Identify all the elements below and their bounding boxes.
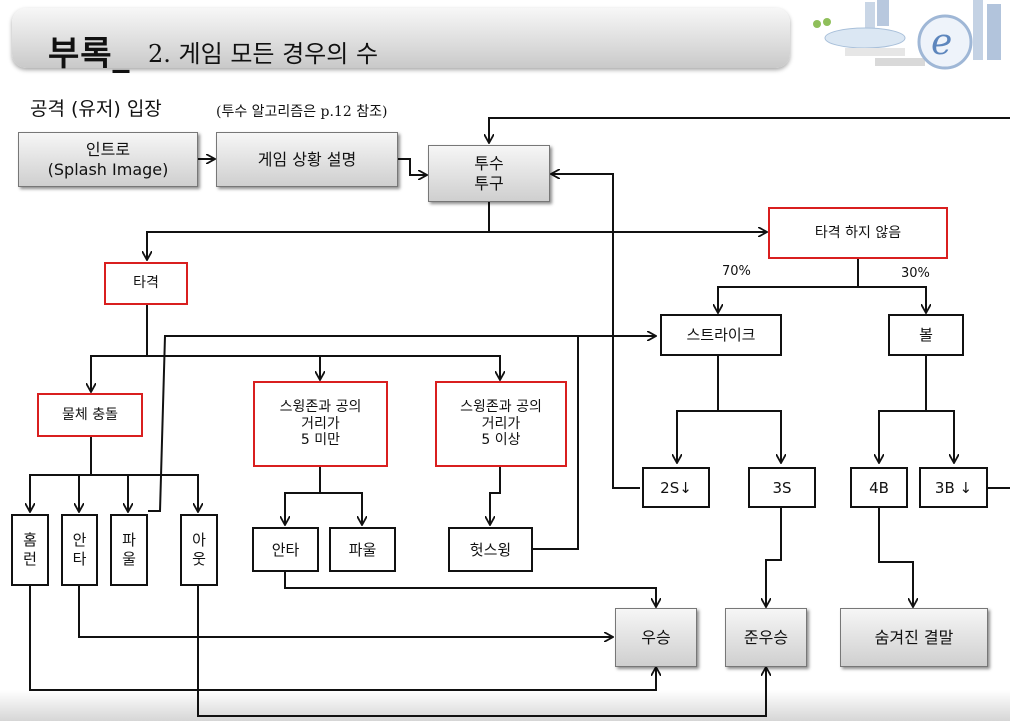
hit-box: 타격 xyxy=(104,262,188,305)
three-ball-box: 3B ↓ xyxy=(919,467,988,508)
title-main: 부록_ xyxy=(48,34,131,74)
no-swing-box: 타격 하지 않음 xyxy=(768,207,948,259)
title-bar: 부록_ 2. 게임 모든 경우의 수 xyxy=(12,8,790,74)
foul-vertical-box: 파 울 xyxy=(110,514,148,586)
homerun-box: 홈 런 xyxy=(11,514,49,586)
logo-icon: e xyxy=(813,0,1001,70)
intro-box: 인트로 (Splash Image) xyxy=(18,132,198,187)
section-title: 공격 (유저) 입장 xyxy=(30,98,162,120)
title-sub: 2. 게임 모든 경우의 수 xyxy=(148,40,379,68)
strike-box: 스트라이크 xyxy=(660,314,782,356)
win-box: 우승 xyxy=(615,608,697,667)
swing-miss-box: 헛스윙 xyxy=(448,527,533,572)
three-strike-box: 3S xyxy=(748,467,816,508)
two-strike-box: 2S↓ xyxy=(642,467,710,508)
ball-percent: 30% xyxy=(901,266,930,281)
sweet-spot-over-5-box: 스윙존과 공의 거리가 5 이상 xyxy=(435,381,567,467)
out-box: 아 웃 xyxy=(180,514,218,586)
collision-box: 물체 충돌 xyxy=(37,393,143,437)
hit-vertical-box: 안 타 xyxy=(61,514,98,586)
strike-percent: 70% xyxy=(722,264,751,279)
foul-box-result: 파울 xyxy=(329,527,396,572)
runner-up-box: 준우승 xyxy=(725,608,807,667)
hidden-ending-box: 숨겨진 결말 xyxy=(840,608,988,667)
ball-box: 볼 xyxy=(888,314,964,356)
pitch-box: 투수 투구 xyxy=(428,145,550,202)
sweet-spot-under-5-box: 스윙존과 공의 거리가 5 미만 xyxy=(253,381,388,467)
four-ball-box: 4B xyxy=(850,467,908,508)
game-desc-box: 게임 상황 설명 xyxy=(216,132,398,187)
section-note: (투수 알고리즘은 p.12 참조) xyxy=(216,104,388,120)
hit-box-result: 안타 xyxy=(252,527,319,572)
svg-text:e: e xyxy=(931,22,952,63)
